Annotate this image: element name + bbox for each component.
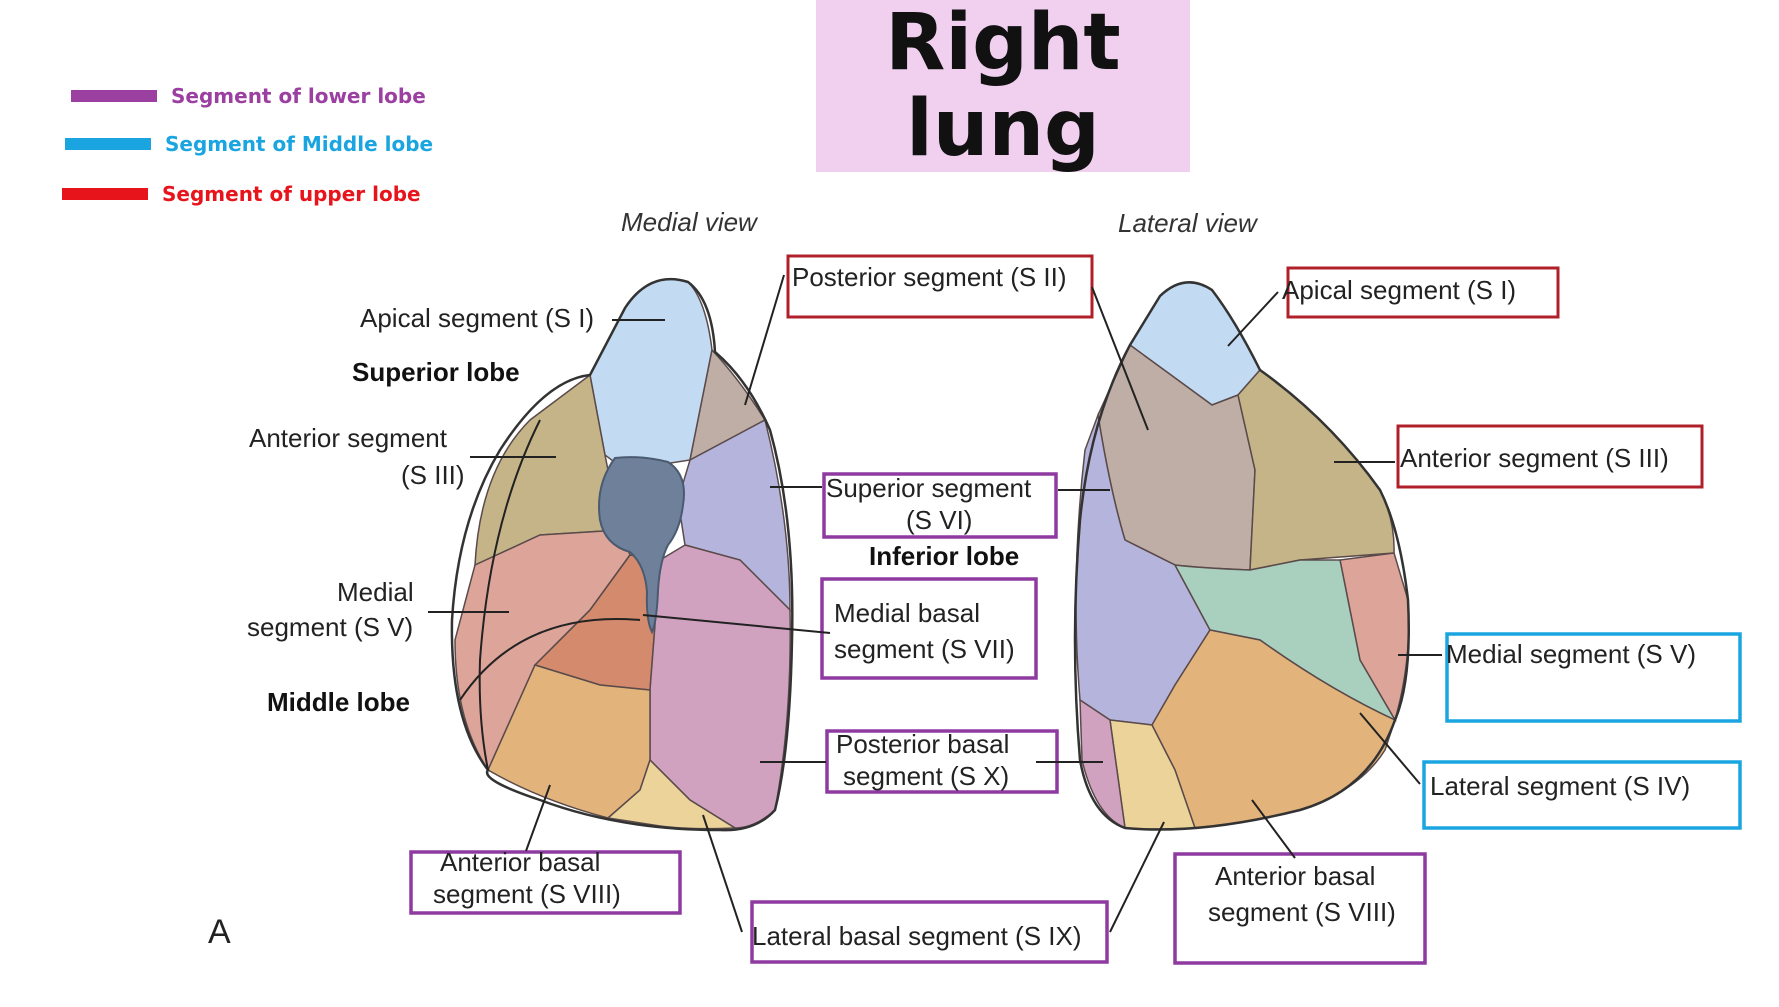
label-anterior-basal-line1: Anterior basal bbox=[440, 847, 600, 877]
legend-label-middle: Segment of Middle lobe bbox=[165, 132, 434, 156]
lateral-anterior-segment bbox=[1237, 368, 1395, 571]
hilum-icon bbox=[598, 456, 685, 635]
box-lateral-basal-segment bbox=[750, 900, 1109, 964]
label-middle-lobe: Middle lobe bbox=[267, 687, 410, 717]
label-superior-segment-line2: (S VI) bbox=[906, 505, 972, 535]
medial-view-title: Medial view bbox=[621, 207, 759, 237]
label-medial-segment-line1: Medial bbox=[337, 577, 414, 607]
panel-letter: A bbox=[208, 913, 231, 951]
title-line-2: lung bbox=[906, 84, 1100, 174]
legend-item-upper: Segment of upper lobe bbox=[62, 182, 421, 206]
label-medial-basal-line1: Medial basal bbox=[834, 598, 980, 628]
legend-item-lower: Segment of lower lobe bbox=[71, 84, 426, 108]
medial-lung-outline bbox=[450, 277, 794, 832]
box-lateral-lateral-segment bbox=[1422, 760, 1742, 830]
legend-swatch-upper bbox=[62, 188, 148, 200]
label-lateral-anterior-basal-line1: Anterior basal bbox=[1215, 861, 1375, 891]
label-lateral-medial-segment: Medial segment (S V) bbox=[1446, 639, 1696, 669]
label-superior-lobe: Superior lobe bbox=[352, 357, 520, 387]
legend-swatch-middle bbox=[65, 138, 151, 150]
box-lateral-anterior-basal-segment bbox=[1173, 852, 1427, 965]
label-lateral-basal-segment: Lateral basal segment (S IX) bbox=[752, 921, 1082, 951]
box-lateral-anterior-segment bbox=[1396, 424, 1704, 489]
label-apical-segment: Apical segment (S I) bbox=[360, 303, 594, 333]
box-lateral-apical-segment bbox=[1286, 266, 1560, 319]
label-lateral-anterior-basal-line2: segment (S VIII) bbox=[1208, 897, 1396, 927]
box-superior-segment bbox=[822, 472, 1058, 539]
label-medial-segment-line2: segment (S V) bbox=[247, 612, 413, 642]
title-line-1: Right bbox=[885, 0, 1121, 88]
lateral-lung bbox=[1073, 281, 1410, 831]
title-box: Right lung bbox=[816, 0, 1190, 172]
label-posterior-segment: Posterior segment (S II) bbox=[792, 262, 1067, 292]
label-lateral-apical-segment: Apical segment (S I) bbox=[1282, 275, 1516, 305]
label-anterior-segment-line2: (S III) bbox=[401, 460, 465, 490]
label-medial-basal-line2: segment (S VII) bbox=[834, 634, 1015, 664]
legend-item-middle: Segment of Middle lobe bbox=[65, 132, 433, 156]
label-inferior-lobe: Inferior lobe bbox=[869, 541, 1019, 571]
legend-label-lower: Segment of lower lobe bbox=[171, 84, 426, 108]
label-posterior-basal-line2: segment (S X) bbox=[843, 761, 1009, 791]
lateral-view-title: Lateral view bbox=[1118, 208, 1259, 238]
medial-lung bbox=[450, 277, 794, 832]
legend-label-upper: Segment of upper lobe bbox=[162, 182, 421, 206]
label-lateral-lateral-segment: Lateral segment (S IV) bbox=[1430, 771, 1690, 801]
label-anterior-segment-line1: Anterior segment bbox=[249, 423, 448, 453]
box-medial-basal-segment bbox=[820, 577, 1038, 680]
lateral-lung-outline bbox=[1073, 281, 1410, 831]
legend-swatch-lower bbox=[71, 90, 157, 102]
box-posterior-segment bbox=[786, 254, 1094, 319]
box-lateral-medial-segment bbox=[1445, 632, 1742, 723]
label-posterior-basal-line1: Posterior basal bbox=[836, 729, 1009, 759]
label-lateral-anterior-segment: Anterior segment (S III) bbox=[1400, 443, 1669, 473]
label-superior-segment-line1: Superior segment bbox=[826, 473, 1032, 503]
label-anterior-basal-line2: segment (S VIII) bbox=[433, 879, 621, 909]
box-anterior-basal-segment-medial bbox=[409, 850, 682, 915]
